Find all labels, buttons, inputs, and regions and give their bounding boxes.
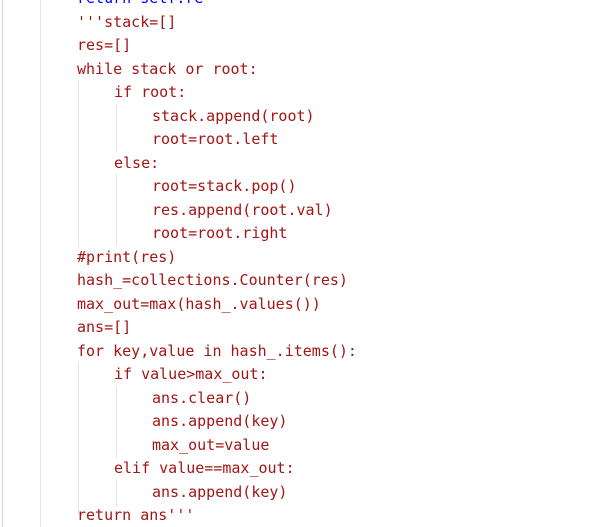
- code-line: max_out=max(hash_.values()): [0, 293, 608, 317]
- indent-guide: [78, 80, 79, 247]
- code-line-text: ans.append(key): [152, 412, 288, 430]
- code-line-text: ans.append(key): [152, 482, 288, 501]
- indent-guide: [116, 104, 117, 152]
- code-line-text: else:: [114, 153, 160, 172]
- code-line-text: if value>max_out:: [114, 365, 268, 383]
- code-line-text: elif value==max_out:: [114, 459, 295, 477]
- code-line-text: max_out=value: [152, 435, 270, 454]
- code-line-text: return self.re: [77, 0, 203, 11]
- code-line: hash_=collections.Counter(res): [0, 269, 608, 293]
- code-line-text: '''stack=[]: [77, 12, 177, 31]
- code-line-text: max_out=max(hash_.values()): [77, 294, 321, 313]
- code-line: ans=[]: [0, 316, 608, 340]
- code-line: if value>max_out:: [0, 363, 608, 387]
- code-line-text: stack.append(root): [152, 106, 315, 125]
- code-line: root=root.right: [0, 222, 608, 246]
- code-line: res=[]: [0, 34, 608, 58]
- indent-guide: [40, 0, 41, 527]
- code-line: #print(res): [0, 246, 608, 270]
- code-line-text: for key,value in hash_.items():: [77, 341, 357, 360]
- code-line-text: root=stack.pop(): [152, 177, 297, 195]
- code-line: return self.re: [0, 0, 608, 11]
- code-line: ans.clear(): [0, 387, 608, 411]
- code-line-text: if root:: [114, 83, 187, 101]
- code-line: while stack or root:: [0, 58, 608, 82]
- indent-guide: [116, 386, 117, 458]
- code-line: else:: [0, 152, 608, 176]
- code-line: res.append(root.val): [0, 199, 608, 223]
- code-line-text: return ans''': [77, 506, 195, 524]
- code-line: stack.append(root): [0, 105, 608, 129]
- code-line-text: ans=[]: [77, 318, 132, 336]
- code-line: max_out=value: [0, 434, 608, 458]
- code-line-text: root=root.right: [152, 224, 288, 242]
- code-line: root=stack.pop(): [0, 175, 608, 199]
- indent-guide: [116, 480, 117, 506]
- code-line-text: while stack or root:: [77, 59, 258, 78]
- code-line-text: root=root.left: [152, 130, 279, 148]
- code-line-text: ans.clear(): [152, 388, 252, 407]
- indent-guide: [78, 362, 79, 515]
- code-line-text: hash_=collections.Counter(res): [77, 271, 348, 289]
- code-line: return ans''': [0, 504, 608, 527]
- indent-guide: [116, 174, 117, 246]
- code-line: '''stack=[]: [0, 11, 608, 35]
- code-line-text: res=[]: [77, 36, 132, 54]
- code-line: ans.append(key): [0, 410, 608, 434]
- code-line-text: #print(res): [77, 247, 177, 266]
- code-line: for key,value in hash_.items():: [0, 340, 608, 364]
- code-line: root=root.left: [0, 128, 608, 152]
- code-line-text: res.append(root.val): [152, 200, 333, 219]
- code-line: elif value==max_out:: [0, 457, 608, 481]
- code-line: ans.append(key): [0, 481, 608, 505]
- code-line: if root:: [0, 81, 608, 105]
- editor-left-border: [2, 0, 3, 527]
